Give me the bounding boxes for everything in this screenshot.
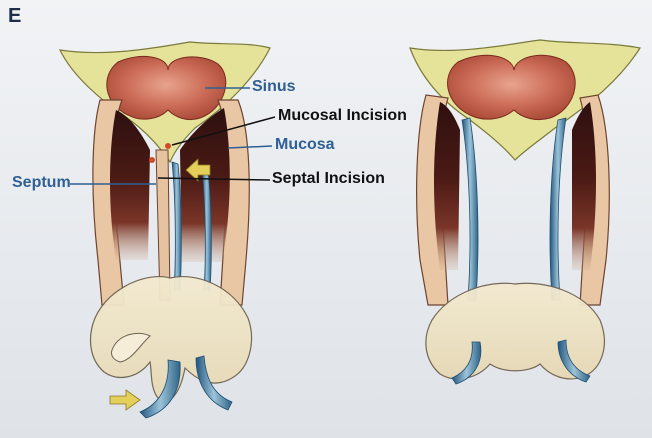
- right-flap-left: [462, 118, 478, 300]
- label-sinus: Sinus: [252, 78, 296, 96]
- right-cavity-left: [434, 102, 460, 270]
- right-cavity-right: [572, 102, 596, 270]
- right-diagram: [410, 40, 640, 384]
- right-nose: [426, 283, 604, 379]
- label-mucosa: Mucosa: [275, 136, 335, 154]
- label-mucosal-incision: Mucosal Incision: [278, 107, 407, 125]
- label-septal-incision: Septal Incision: [272, 170, 385, 188]
- left-diagram: [60, 42, 275, 418]
- yellow-arrow-icon-lower: [110, 390, 140, 410]
- label-septum: Septum: [12, 174, 71, 192]
- left-incision-mark-2: [165, 143, 171, 149]
- right-sphenoid-sinus: [448, 55, 576, 119]
- right-flap-right: [550, 118, 566, 300]
- left-instrument-1: [172, 162, 181, 290]
- panel-letter: E: [8, 5, 21, 28]
- left-cavity-left: [110, 110, 150, 260]
- left-incision-mark-1: [149, 157, 155, 163]
